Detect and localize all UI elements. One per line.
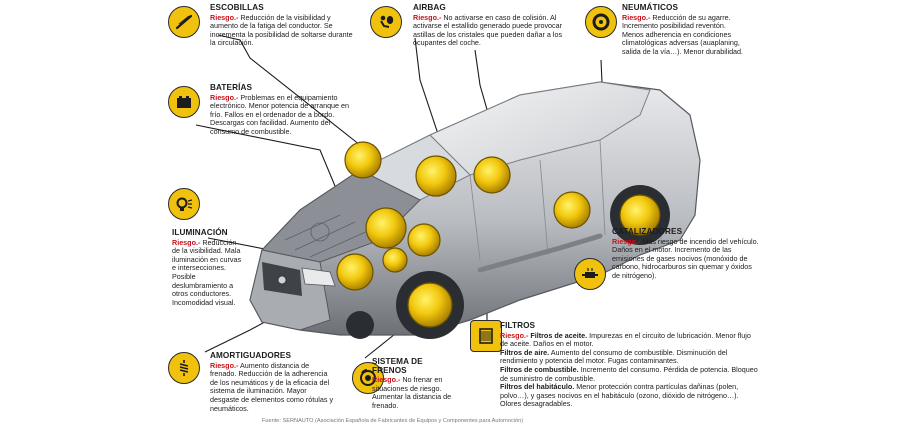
- callout-text: Más riesgo de incendio del vehículo. Dañ…: [612, 236, 759, 280]
- callout-text: Problemas en el equipamiento electrónico…: [210, 92, 350, 136]
- callout-title: BATERÍAS: [210, 83, 253, 92]
- risk-label: Riesgo.-: [622, 12, 651, 22]
- battery-icon: [168, 86, 200, 118]
- filter-habitaculo-label: Filtros del habitáculo.: [500, 382, 575, 392]
- risk-label: Riesgo.-: [413, 12, 442, 22]
- callout-text: Reducción de la visibilidad. Mala ilumin…: [172, 237, 242, 307]
- callout-title: SISTEMA DE FRENOS: [372, 357, 423, 375]
- callout-baterias: BATERÍAS Riesgo.- Problemas en el equipa…: [210, 83, 350, 137]
- tire-icon: [585, 6, 617, 38]
- filter-aire-text: Aumento del consumo de combustible. Dism…: [500, 347, 728, 366]
- highlight-airbag-side: [473, 156, 511, 194]
- callout-title: AMORTIGUADORES: [210, 351, 292, 360]
- callout-text: No activarse en caso de colisión. Al act…: [413, 12, 563, 48]
- airbag-icon: [370, 6, 402, 38]
- callout-amortiguadores: AMORTIGUADORES Riesgo.- Aumento distanci…: [210, 351, 335, 413]
- callout-airbag: AIRBAG Riesgo.- No activarse en caso de …: [413, 3, 563, 48]
- callout-text: No frenar en situaciones de riesgo. Aume…: [372, 375, 452, 410]
- callout-frenos: SISTEMA DE FRENOS Riesgo.- No frenar en …: [372, 357, 452, 411]
- risk-label: Riesgo.-: [210, 12, 239, 22]
- wiper-icon: [168, 6, 200, 38]
- filter-icon: [470, 320, 502, 352]
- risk-label: Riesgo.-: [210, 92, 239, 102]
- highlight-engine: [382, 247, 408, 273]
- callout-text: Reducción de la visibilidad y aumento de…: [210, 12, 353, 48]
- highlight-filter: [407, 223, 441, 257]
- callout-title: FILTROS: [500, 321, 536, 330]
- risk-label: Riesgo.-: [612, 236, 641, 246]
- callout-escobillas: ESCOBILLAS Riesgo.- Reducción de la visi…: [210, 3, 358, 48]
- callout-title: AIRBAG: [413, 3, 446, 12]
- highlight-wiper: [344, 141, 382, 179]
- filter-aceite-text: Impurezas en el circuito de lubricación.…: [500, 330, 751, 349]
- callout-title: ILUMINACIÓN: [172, 228, 228, 237]
- callout-text: Aumento distancia de frenado. Reducción …: [210, 360, 334, 413]
- risk-label: Riesgo.-: [210, 360, 239, 370]
- headlight-bulb-icon: [168, 188, 200, 220]
- callout-catalizadores: CATALIZADORES Riesgo.- Más riesgo de inc…: [612, 227, 760, 281]
- filter-habitaculo-text: Menor protección contra partículas dañin…: [500, 382, 739, 409]
- source-note: Fuente: SERNAUTO (Asociación Española de…: [262, 418, 524, 424]
- risk-label: Riesgo.-: [372, 375, 401, 385]
- risk-label: Riesgo.-: [172, 237, 201, 247]
- callout-title: ESCOBILLAS: [210, 3, 264, 12]
- brake-disc-icon: [352, 362, 384, 394]
- catalytic-converter-icon: [574, 258, 606, 290]
- callout-iluminacion: ILUMINACIÓN Riesgo.- Reducción de la vis…: [172, 228, 246, 307]
- callout-title: CATALIZADORES: [612, 227, 683, 236]
- highlight-airbag: [415, 155, 457, 197]
- highlight-catalyst: [553, 191, 591, 229]
- filter-aceite-label: Filtros de aceite.: [530, 330, 588, 340]
- callout-text: Reducción de su agarre. Incremento posib…: [622, 12, 744, 56]
- filter-combustible-label: Filtros de combustible.: [500, 364, 579, 374]
- filter-aire-label: Filtros de aire.: [500, 347, 550, 357]
- highlight-battery: [365, 207, 407, 249]
- filter-combustible-text: Incremento del consumo. Pérdida de poten…: [500, 364, 758, 383]
- callout-neumaticos: NEUMÁTICOS Riesgo.- Reducción de su agar…: [622, 3, 747, 57]
- shock-absorber-icon: [168, 352, 200, 384]
- callout-filtros: FILTROS Riesgo.- Filtros de aceite. Impu…: [500, 321, 760, 409]
- highlight-headlight: [336, 253, 374, 291]
- risk-label: Riesgo.-: [500, 330, 529, 340]
- callout-title: NEUMÁTICOS: [622, 3, 679, 12]
